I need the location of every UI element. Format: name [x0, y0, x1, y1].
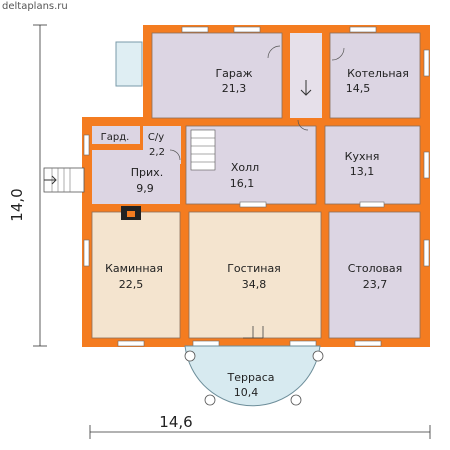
dining-label: Столовая — [348, 262, 402, 275]
garage-room — [152, 33, 282, 118]
boiler-room — [290, 33, 322, 118]
boiler-label: Котельная — [347, 67, 409, 80]
wardrobe-room — [92, 126, 140, 144]
terrace — [184, 345, 321, 407]
height-dimension-label: 14,0 — [8, 188, 26, 221]
terrace-columns — [184, 350, 324, 406]
terrace-area: 10,4 — [234, 386, 259, 399]
dining-area: 23,7 — [363, 278, 388, 291]
height-dimension — [33, 24, 47, 347]
fireplace-label: Каминная — [105, 262, 163, 275]
kitchen-label: Кухня — [345, 150, 380, 163]
living-area: 34,8 — [242, 278, 267, 291]
fireplace-room — [92, 212, 180, 338]
hall-label: Холл — [231, 161, 259, 174]
staircase — [190, 129, 216, 171]
width-dimension — [89, 425, 431, 439]
boiler-area: 14,5 — [346, 82, 371, 95]
living-label: Гостиная — [227, 262, 281, 275]
boiler-room-main — [330, 33, 420, 118]
width-dimension-label: 14,6 — [159, 413, 192, 431]
boiler-stair-arrow-icon — [300, 80, 312, 96]
rooms — [92, 33, 420, 338]
entry-label: Прих. — [131, 166, 163, 179]
dining-room — [329, 212, 420, 338]
fireplace-area: 22,5 — [119, 278, 144, 291]
hall-area: 16,1 — [230, 177, 255, 190]
garage-bay-window — [115, 41, 143, 87]
room-labels: Гараж 21,3 Котельная 14,5 Гард. С/у 2,2 … — [101, 67, 409, 399]
bath-area: 2,2 — [149, 147, 165, 158]
porch-arrow-icon — [44, 175, 57, 185]
entry-room — [92, 150, 180, 204]
kitchen-area: 13,1 — [350, 165, 375, 178]
windows — [83, 26, 430, 347]
entry-area: 9,9 — [136, 182, 154, 195]
fireplace-fire-icon — [127, 211, 135, 217]
terrace-label: Терраса — [227, 371, 275, 384]
garage-label: Гараж — [215, 67, 252, 80]
doors — [169, 45, 345, 161]
living-room — [189, 212, 321, 338]
garage-area: 21,3 — [222, 82, 247, 95]
site-watermark: deltaplans.ru — [2, 1, 68, 12]
bath-label: С/у — [148, 132, 164, 143]
terrace-door — [243, 326, 264, 339]
kitchen-room — [325, 126, 420, 204]
wardrobe-label: Гард. — [101, 132, 130, 143]
